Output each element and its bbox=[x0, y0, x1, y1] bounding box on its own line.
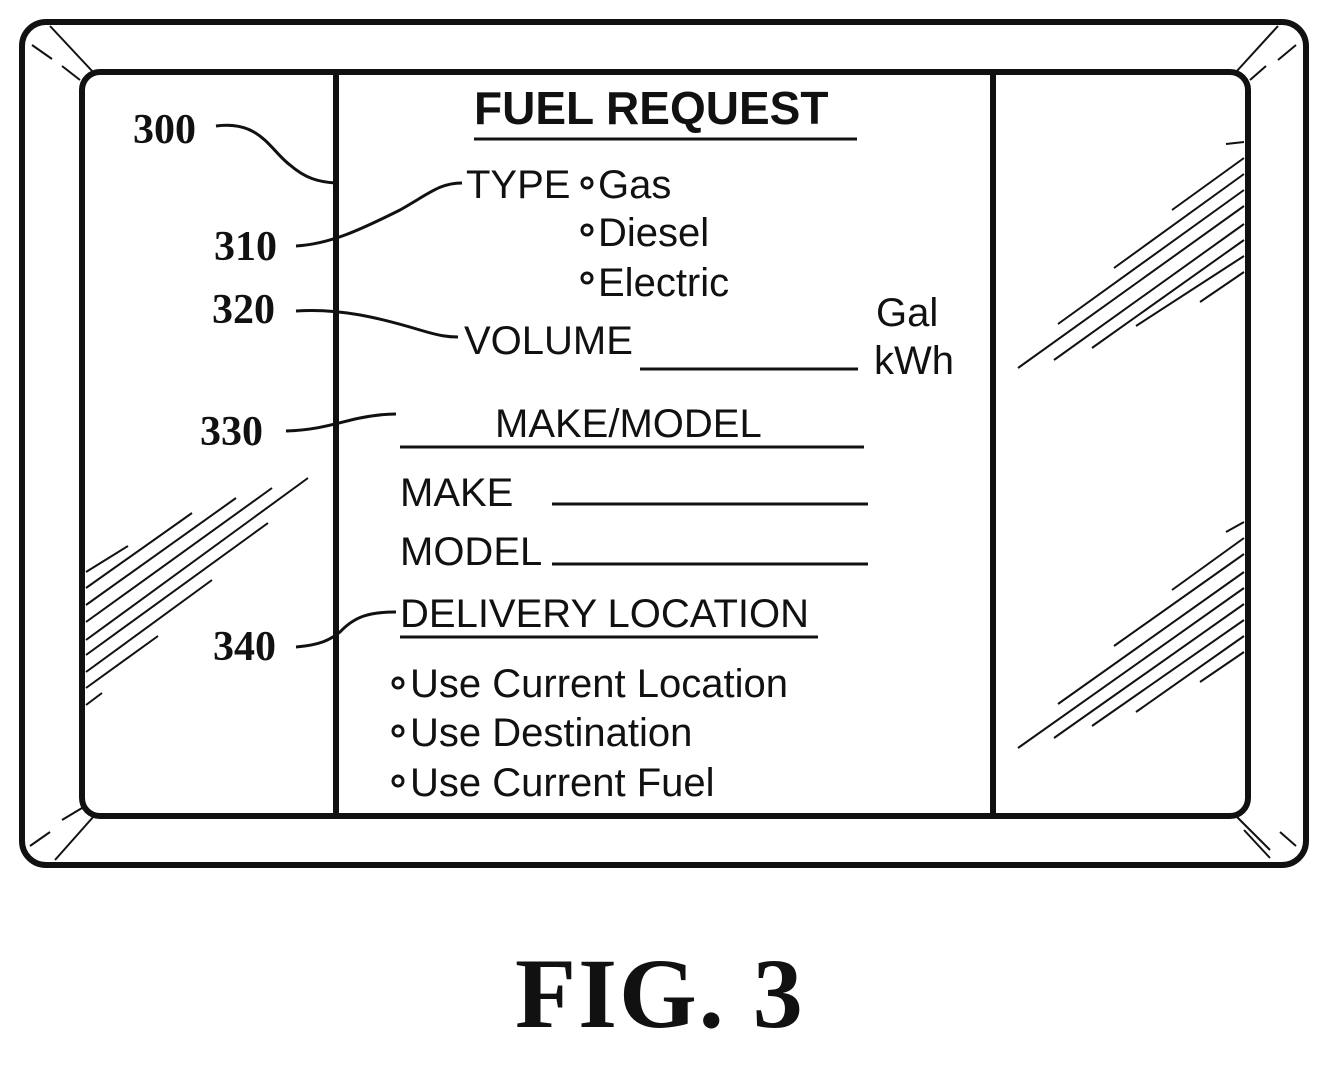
type-option-gas[interactable]: Gas bbox=[580, 163, 671, 207]
delivery-location-section: DELIVERY LOCATION Use Current Location U… bbox=[391, 592, 818, 805]
make-model-section: MAKE/MODEL MAKE MODEL bbox=[400, 402, 868, 574]
delivery-location-heading: DELIVERY LOCATION bbox=[400, 592, 809, 636]
type-option-electric[interactable]: Electric bbox=[580, 261, 729, 305]
figure-label: FIG. 3 bbox=[515, 938, 805, 1049]
radio-button-icon[interactable] bbox=[391, 774, 405, 788]
reference-numeral-320: 320 bbox=[212, 287, 275, 333]
fuel-request-form: FUEL REQUEST TYPE Gas Diesel Electric VO… bbox=[391, 82, 954, 805]
radio-button-icon[interactable] bbox=[580, 223, 594, 237]
delivery-option-current-fuel[interactable]: Use Current Fuel bbox=[391, 761, 715, 805]
leader-line-320 bbox=[295, 309, 459, 339]
volume-unit-gal[interactable]: Gal bbox=[876, 291, 938, 335]
bezel-corner-bevels bbox=[29, 25, 1297, 861]
form-title: FUEL REQUEST bbox=[474, 82, 828, 134]
reference-numeral-310: 310 bbox=[214, 224, 277, 270]
type-option-label: Gas bbox=[598, 163, 671, 207]
delivery-option-current-location[interactable]: Use Current Location bbox=[391, 662, 788, 706]
volume-label: VOLUME bbox=[464, 319, 633, 363]
type-option-label: Diesel bbox=[598, 211, 709, 255]
volume-field: VOLUME Gal kWh bbox=[464, 291, 954, 383]
glare-hatching-right-top bbox=[1017, 141, 1245, 369]
delivery-option-label: Use Current Fuel bbox=[410, 761, 715, 805]
make-label: MAKE bbox=[400, 471, 513, 515]
leader-line-340 bbox=[295, 610, 397, 649]
delivery-option-destination[interactable]: Use Destination bbox=[391, 711, 692, 755]
make-model-heading: MAKE/MODEL bbox=[495, 402, 762, 446]
delivery-option-label: Use Destination bbox=[410, 711, 692, 755]
glare-hatching-right-bottom bbox=[1017, 521, 1245, 749]
leader-line-310 bbox=[295, 181, 463, 248]
model-label: MODEL bbox=[400, 530, 542, 574]
leader-line-300 bbox=[215, 123, 337, 185]
reference-numeral-330: 330 bbox=[200, 409, 263, 455]
display-screen bbox=[79, 69, 1251, 819]
radio-button-icon[interactable] bbox=[391, 676, 405, 690]
radio-button-icon[interactable] bbox=[391, 724, 405, 738]
type-field: TYPE Gas Diesel Electric bbox=[466, 163, 729, 305]
reference-numeral-340: 340 bbox=[213, 624, 276, 670]
volume-unit-kwh[interactable]: kWh bbox=[874, 339, 954, 383]
type-label: TYPE bbox=[466, 163, 570, 207]
radio-button-icon[interactable] bbox=[580, 271, 594, 285]
type-option-diesel[interactable]: Diesel bbox=[580, 211, 709, 255]
reference-numeral-300: 300 bbox=[133, 107, 196, 153]
type-option-label: Electric bbox=[598, 261, 729, 305]
display-bezel-outer bbox=[19, 19, 1309, 868]
leader-line-330 bbox=[285, 412, 397, 433]
glare-hatching-left bbox=[85, 477, 309, 706]
delivery-option-label: Use Current Location bbox=[410, 662, 788, 706]
radio-button-icon[interactable] bbox=[580, 176, 594, 190]
